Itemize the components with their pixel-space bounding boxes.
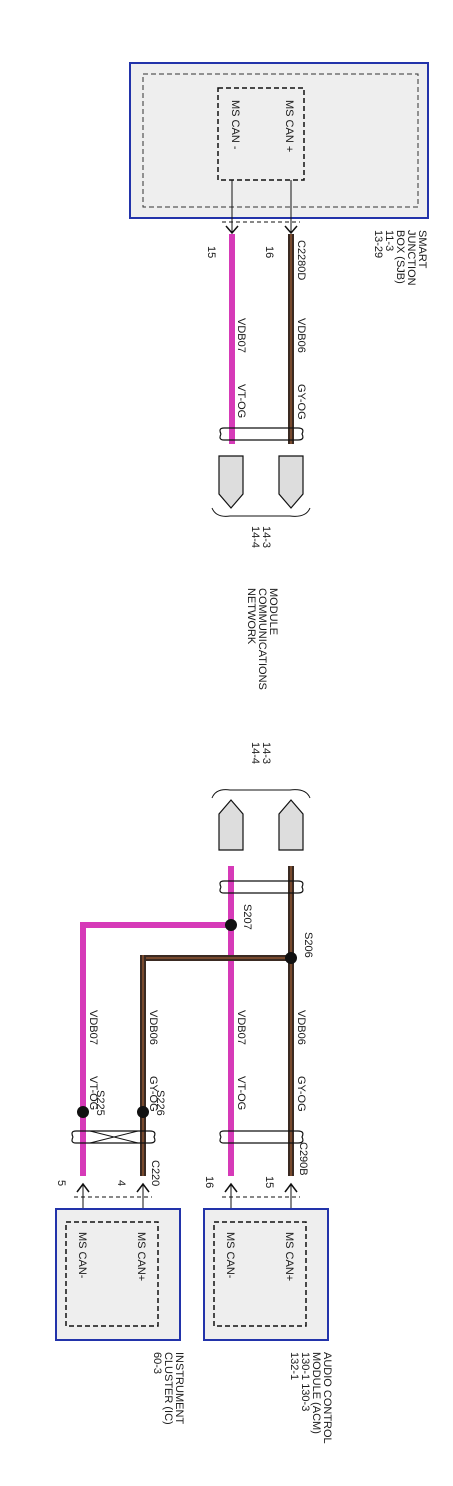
splice-label: S206 xyxy=(302,932,314,958)
acm-pin-num-high: 15 xyxy=(263,1176,275,1188)
ic-pin-group xyxy=(65,1221,159,1327)
ic-title-line: INSTRUMENT xyxy=(173,1352,185,1424)
splice-dot xyxy=(137,1106,149,1118)
sjb-title-line: 13-29 xyxy=(372,230,384,258)
ic-connector-id: C220 xyxy=(149,1160,161,1186)
network-ref-bottom: 14-4 xyxy=(249,742,261,764)
network-title-line: NETWORK xyxy=(245,588,257,645)
acm-pin-high-label: MS CAN+ xyxy=(283,1232,295,1281)
wire-circuit-high: VDB06 xyxy=(295,1010,307,1045)
continuation-arrow-low xyxy=(218,455,244,509)
sjb-pin-low-label: MS CAN - xyxy=(229,100,241,150)
continuation-brace xyxy=(211,507,311,517)
ic-outline xyxy=(55,1208,181,1341)
continuation-arrow-low xyxy=(218,799,244,851)
sjb-title-line: JUNCTION xyxy=(405,230,417,286)
sjb-title-line: 11-3 xyxy=(383,230,395,251)
wire-color-low: VT-OG xyxy=(87,1076,99,1110)
sjb-outline xyxy=(129,62,429,219)
wire-color-high: GY-OG xyxy=(147,1076,159,1112)
splice-dot xyxy=(225,919,237,931)
sjb-connector-id: C2280D xyxy=(295,240,307,280)
wire-circuit-low: VDB07 xyxy=(235,1010,247,1045)
lower-continuation: 14-3 14-4 xyxy=(211,742,311,851)
network-title-line: COMMUNICATIONS xyxy=(256,588,268,690)
wire-circuit-high: VDB06 xyxy=(295,318,307,353)
sjb-module: MS CAN + MS CAN - SMART JUNCTION BOX (SJ… xyxy=(129,62,429,286)
ic-pin-low-label: MS CAN- xyxy=(76,1232,88,1279)
wire-color-low: VT-OG xyxy=(235,384,247,418)
upper-wires: VDB06 GY-OG VDB07 VT-OG xyxy=(219,234,307,444)
twisted-pair-marker xyxy=(219,880,304,894)
sjb-pin-group xyxy=(217,87,305,181)
wire-circuit-low: VDB07 xyxy=(87,1010,99,1045)
sjb-pin-chevron xyxy=(284,225,298,235)
wire-color-low: VT-OG xyxy=(235,1076,247,1110)
twisted-pair-marker xyxy=(71,1130,156,1144)
sjb-connector: 16 15 C2280D xyxy=(205,180,307,280)
wire-circuit-high: VDB06 xyxy=(147,1010,159,1045)
acm-outline xyxy=(203,1208,329,1341)
splice-dot xyxy=(285,952,297,964)
branch-vt-og-vertical xyxy=(80,922,86,1176)
wire-vt-og xyxy=(229,234,235,444)
sjb-title-line: SMART xyxy=(416,230,428,269)
ic-title-line: 60-3 xyxy=(151,1352,163,1374)
sjb-title: SMART JUNCTION BOX (SJB) 11-3 13-29 xyxy=(372,230,428,286)
wire-circuit-low: VDB07 xyxy=(235,318,247,353)
sjb-title-line: BOX (SJB) xyxy=(394,230,406,284)
acm-pin-low-label: MS CAN- xyxy=(224,1232,236,1279)
ic-title: INSTRUMENT CLUSTER (IC) 60-3 xyxy=(151,1352,185,1425)
lower-wires: S206 S207 S226 S225 VDB06 GY-OG VDB07 VT… xyxy=(71,866,314,1176)
acm-title-line: 132-1 xyxy=(288,1352,300,1380)
twisted-pair-cross xyxy=(89,1130,139,1144)
twisted-pair-marker xyxy=(219,1130,304,1144)
wire-color-high: GY-OG xyxy=(295,1076,307,1112)
splice-label: S226 xyxy=(154,1090,166,1116)
acm-pin-num-low: 16 xyxy=(203,1176,215,1188)
sjb-pin-num-high: 16 xyxy=(263,246,275,258)
ic-pin-num-low: 5 xyxy=(55,1180,67,1186)
splice-dot xyxy=(77,1106,89,1118)
branch-vt-og-horizontal xyxy=(80,922,234,928)
twisted-pair-marker xyxy=(219,427,304,441)
network-ref-top: 14-4 xyxy=(249,526,261,548)
acm-module: MS CAN+ MS CAN- AUDIO CONTROL MODULE (AC… xyxy=(203,1208,333,1444)
splice-label: S207 xyxy=(241,904,253,930)
upper-continuation: 14-3 14-4 xyxy=(211,455,311,548)
acm-connector: C290B 15 16 xyxy=(203,1142,309,1222)
continuation-brace xyxy=(211,789,311,799)
acm-title: AUDIO CONTROL MODULE (ACM) 130-1 130-3 1… xyxy=(288,1352,333,1444)
network-ref-bottom: 14-3 xyxy=(260,742,272,764)
network-label: MODULE COMMUNICATIONS NETWORK xyxy=(245,588,279,690)
splice-label: S225 xyxy=(94,1090,106,1116)
sjb-pin-num-low: 15 xyxy=(205,246,217,258)
ic-title-line: CLUSTER (IC) xyxy=(162,1352,174,1425)
ic-pin-high-label: MS CAN+ xyxy=(135,1232,147,1281)
ic-pin-num-high: 4 xyxy=(115,1180,127,1186)
ic-module: MS CAN+ MS CAN- INSTRUMENT CLUSTER (IC) … xyxy=(55,1208,185,1425)
wire-color-high: GY-OG xyxy=(295,384,307,420)
acm-pin-group xyxy=(213,1221,307,1327)
wire-vt-og xyxy=(228,866,234,1176)
acm-title-line: MODULE (ACM) xyxy=(310,1352,322,1434)
network-title-line: MODULE xyxy=(267,588,279,635)
sjb-pin-chevron xyxy=(225,225,239,235)
acm-connector-id: C290B xyxy=(297,1142,309,1176)
sjb-inner-dashed xyxy=(142,73,419,208)
acm-title-line: AUDIO CONTROL xyxy=(321,1352,333,1444)
continuation-arrow-high xyxy=(278,455,304,509)
acm-title-line: 130-1 130-3 xyxy=(299,1352,311,1411)
sjb-pin-high-label: MS CAN + xyxy=(283,100,295,152)
network-ref-top: 14-3 xyxy=(260,526,272,548)
continuation-arrow-high xyxy=(278,799,304,851)
